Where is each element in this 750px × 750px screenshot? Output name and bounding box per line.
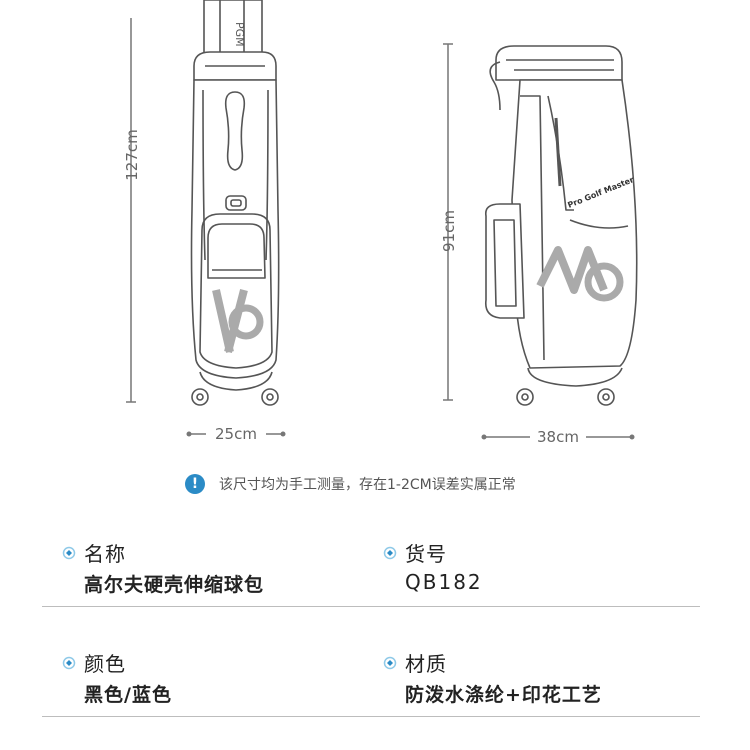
spec-divider-bottom — [42, 716, 700, 717]
side-height-label: 91cm — [440, 210, 458, 252]
handle-text: PGM — [233, 22, 246, 47]
spec-color-label: 颜色 — [84, 652, 126, 676]
spec-material-value: 防泼水涤纶+印花工艺 — [405, 684, 602, 706]
front-height-dimension — [126, 18, 136, 403]
side-width-dimension — [481, 434, 635, 440]
spec-material-label-row: 材质 — [383, 648, 447, 677]
spec-name-value: 高尔夫硬壳伸缩球包 — [84, 574, 265, 596]
front-width-label: 25cm — [215, 425, 257, 443]
spec-code-value: QB182 — [405, 570, 483, 594]
side-width-label: 38cm — [537, 428, 579, 446]
side-height-dimension — [443, 43, 453, 401]
bullet-icon — [383, 656, 397, 669]
spec-divider — [42, 606, 700, 607]
front-bag-drawing: PGM — [190, 0, 280, 406]
spec-color-value: 黑色/蓝色 — [84, 684, 172, 706]
bullet-icon — [62, 656, 76, 669]
spec-color-label-row: 颜色 — [62, 648, 126, 677]
front-width-dimension — [186, 431, 286, 437]
front-height-label: 127cm — [123, 129, 141, 181]
bullet-icon — [62, 546, 76, 559]
spec-code-label: 货号 — [405, 542, 447, 566]
spec-material-label: 材质 — [405, 652, 447, 676]
info-icon: ! — [185, 474, 205, 494]
spec-code-label-row: 货号 — [383, 538, 447, 567]
spec-name-label: 名称 — [84, 542, 126, 566]
spec-name-label-row: 名称 — [62, 538, 126, 567]
bullet-icon — [383, 546, 397, 559]
side-bag-drawing: Pro Golf Master — [484, 45, 638, 406]
note-text: 该尺寸均为手工测量，存在1-2CM误差实属正常 — [219, 477, 516, 493]
measurement-note: ! 该尺寸均为手工测量，存在1-2CM误差实属正常 — [185, 474, 516, 494]
bag-illustrations: PGM Pro Golf Master — [126, 0, 638, 440]
